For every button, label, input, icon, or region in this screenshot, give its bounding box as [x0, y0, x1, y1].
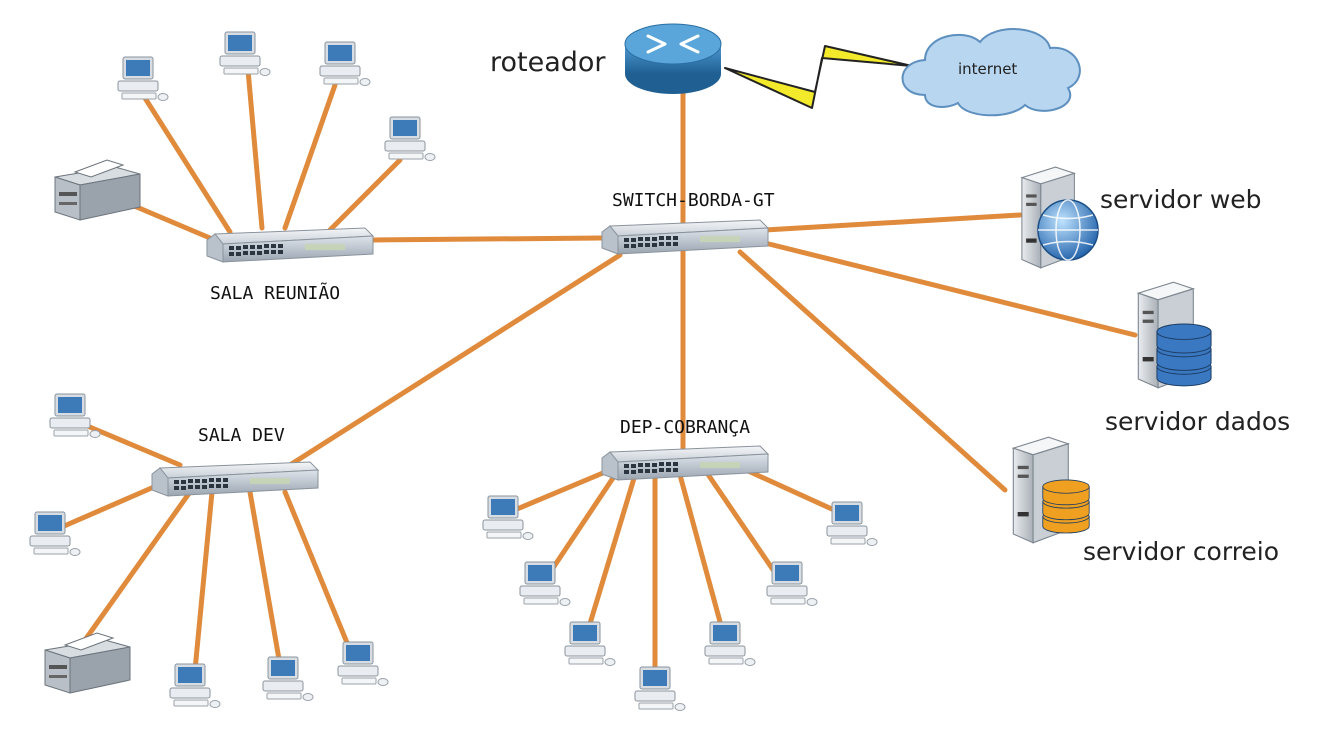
database-icon: [1042, 479, 1090, 534]
network-links: [52, 67, 1138, 688]
internet-label: internet: [958, 60, 1017, 78]
computer-icon: [49, 393, 101, 438]
computer-icon: [634, 666, 686, 711]
dev-switch: [151, 461, 319, 497]
computer-icon: [482, 495, 534, 540]
mail-server-label: servidor correio: [1083, 537, 1279, 566]
meeting-switch-label: SALA REUNIÃO: [210, 282, 340, 304]
data-server: [1137, 281, 1212, 389]
web-server-label: servidor web: [1100, 185, 1262, 214]
router: [624, 23, 722, 94]
link-core-meeting: [369, 235, 605, 243]
computer-icon: [337, 641, 389, 686]
link-core-web: [762, 212, 1023, 233]
computer-icon: [219, 31, 271, 76]
link-core-data: [762, 240, 1138, 338]
computer-icon: [262, 656, 314, 701]
mail-server: [1012, 436, 1090, 544]
computer-icon: [564, 621, 616, 666]
billing-switch: [601, 445, 769, 481]
computer-icon: [117, 56, 169, 101]
computer-icon: [704, 621, 756, 666]
computer-icon: [826, 501, 878, 546]
computer-icon: [29, 511, 81, 556]
meeting-switch: [206, 227, 374, 263]
printer-icon: [44, 632, 131, 694]
computer-icon: [519, 561, 571, 606]
wan-link-bolt: [724, 45, 913, 109]
computer-icon: [766, 561, 818, 606]
dev-switch-label: SALA DEV: [198, 425, 285, 446]
computer-icon: [384, 116, 436, 161]
printer-icon: [54, 159, 141, 221]
internet-cloud: [901, 28, 1081, 117]
data-server-label: servidor dados: [1105, 407, 1290, 436]
computer-icon: [319, 41, 371, 86]
link-core-mail: [737, 249, 1008, 493]
router-label: roteador: [490, 47, 606, 78]
link-core-dev: [287, 252, 623, 468]
billing-switch-label: DEP-COBRANÇA: [620, 417, 750, 438]
core-switch: [601, 219, 769, 255]
core-switch-label: SWITCH-BORDA-GT: [612, 190, 775, 211]
web-server: [1021, 166, 1099, 269]
computer-icon: [169, 663, 221, 708]
database-icon: [1156, 323, 1212, 387]
